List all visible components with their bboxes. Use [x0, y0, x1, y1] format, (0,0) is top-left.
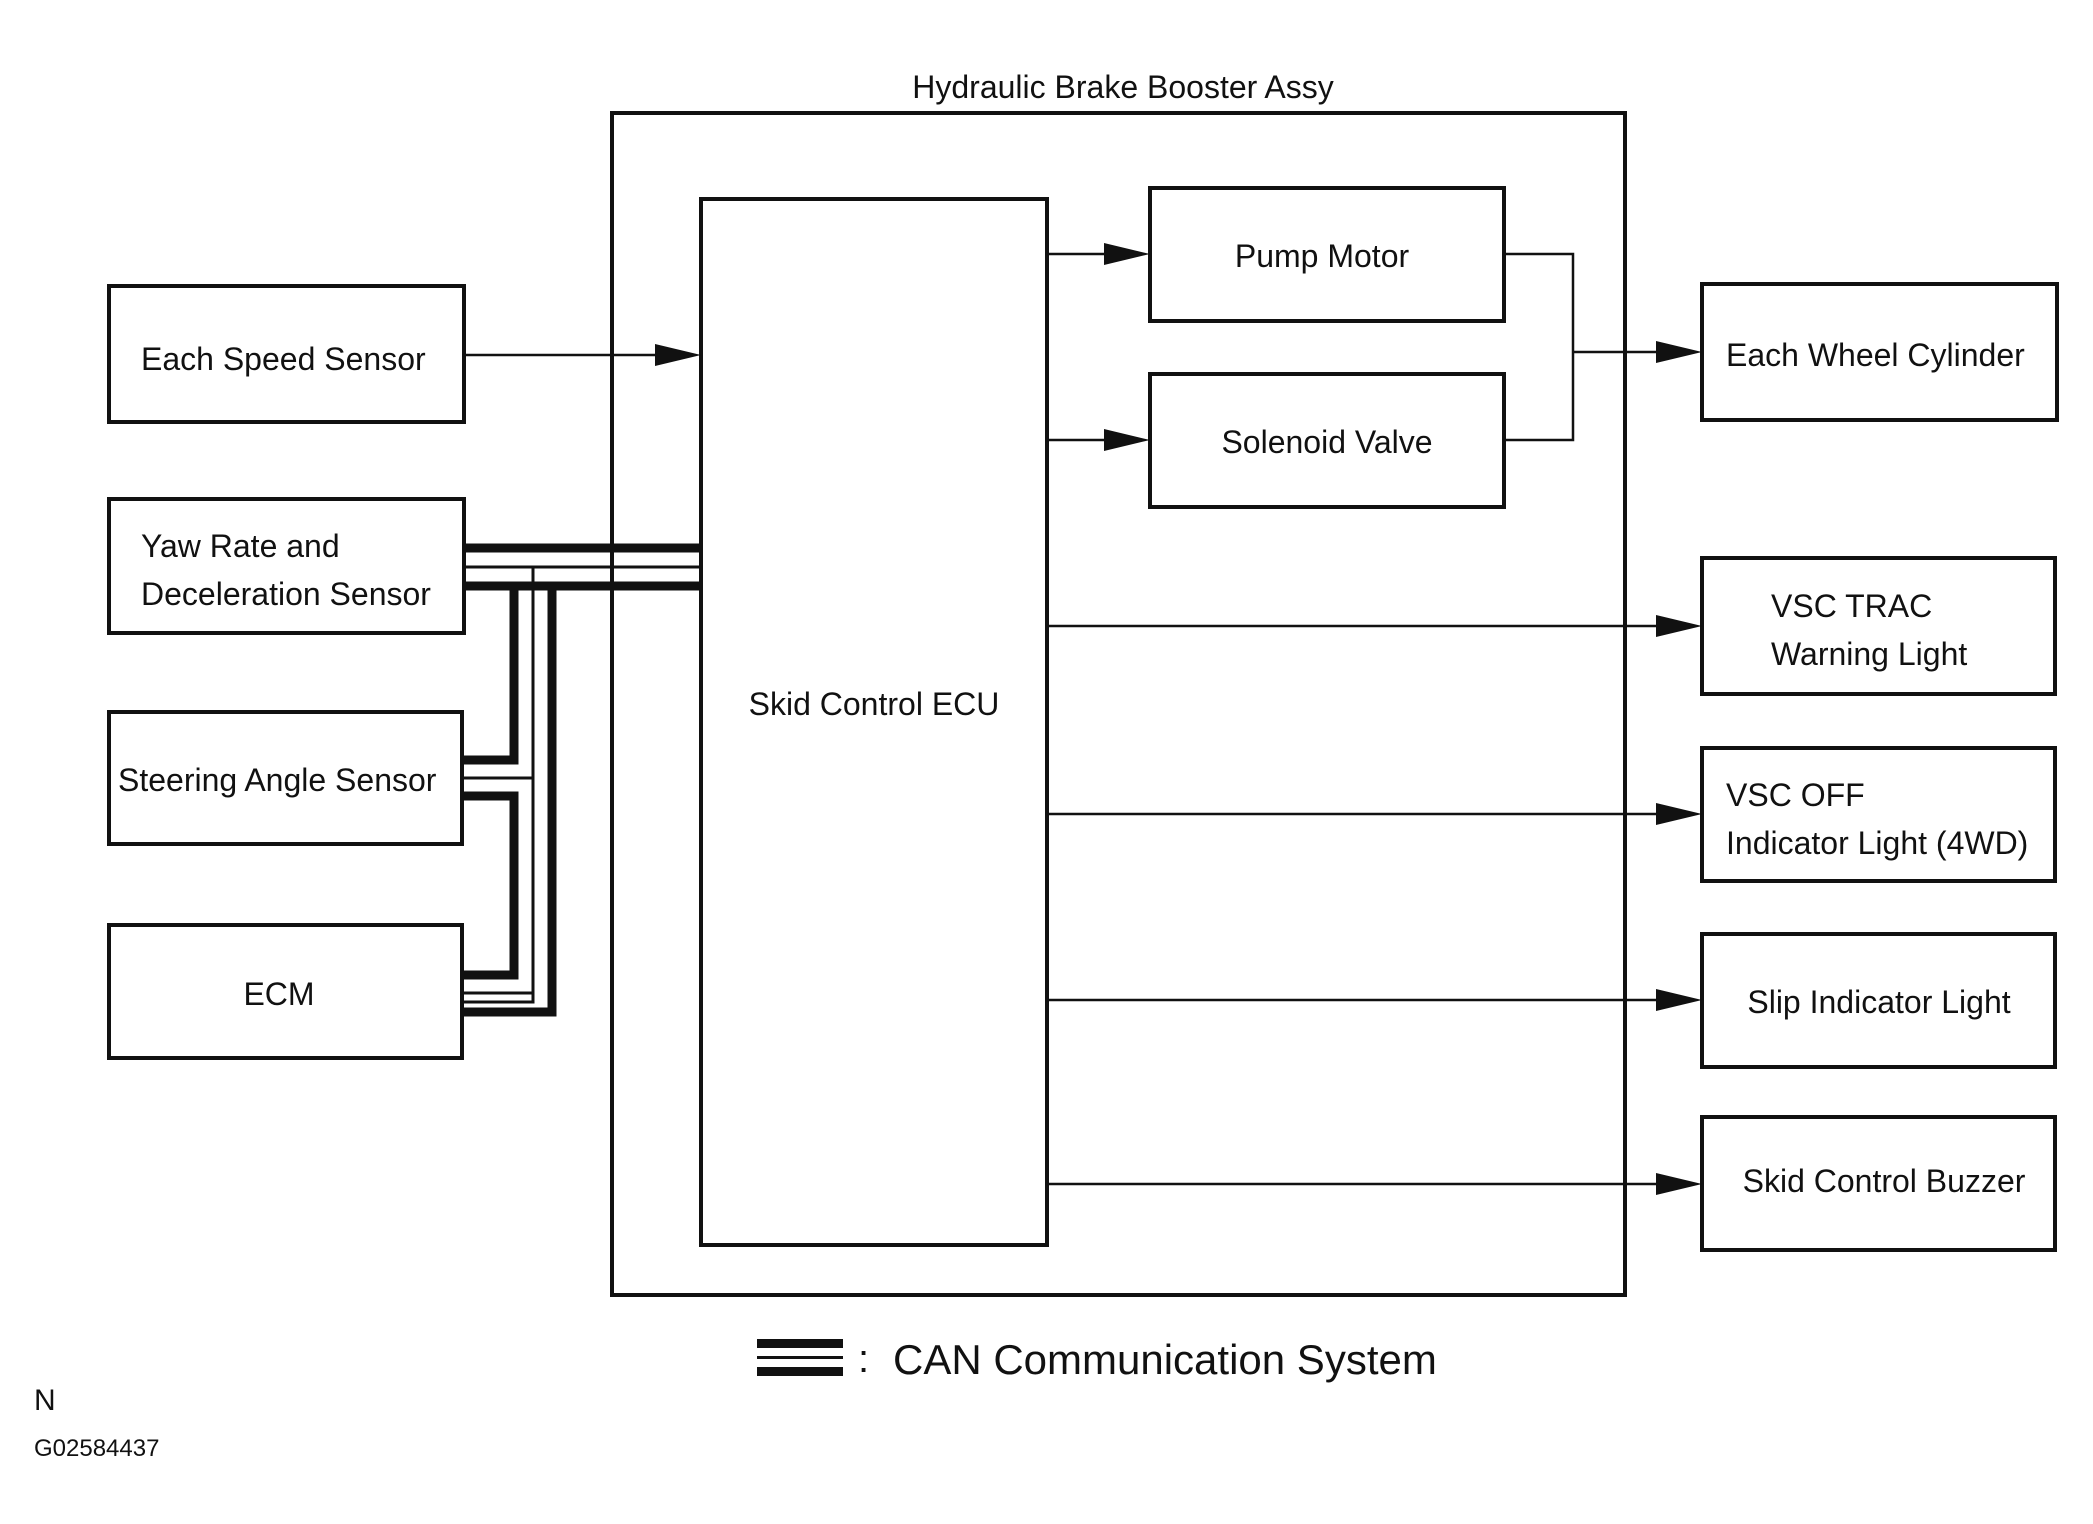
vsc-off-label-line1: VSC OFF — [1726, 777, 1865, 813]
skid-control-buzzer-label: Skid Control Buzzer — [1743, 1163, 2026, 1199]
arrowhead-speed-sensor — [655, 344, 701, 366]
arrowhead-vsc-trac — [1656, 615, 1702, 637]
can-bus-right-thick — [462, 581, 560, 1017]
legend-can-symbol-bottom — [757, 1367, 843, 1376]
arrowhead-slip-indicator — [1656, 989, 1702, 1011]
legend: : CAN Communication System — [757, 1336, 1437, 1383]
solenoid-valve-label: Solenoid Valve — [1221, 424, 1432, 460]
figure-id: G02584437 — [34, 1435, 159, 1462]
can-bus-left-thick — [462, 581, 519, 765]
can-bus-steering-to-ecm — [462, 791, 519, 980]
figure-code: N — [34, 1384, 56, 1417]
can-bus-left-thin — [462, 565, 535, 1004]
steering-angle-sensor-label: Steering Angle Sensor — [118, 762, 437, 798]
arrowhead-wheel-cylinder — [1656, 341, 1702, 363]
yaw-rate-sensor-label-line2: Deceleration Sensor — [141, 576, 431, 612]
slip-indicator-light-label: Slip Indicator Light — [1747, 984, 2010, 1020]
slip-indicator-light-box — [1700, 932, 2057, 1069]
legend-label: CAN Communication System — [893, 1336, 1437, 1383]
legend-separator: : — [858, 1337, 869, 1381]
can-bus — [462, 543, 701, 1017]
arrowhead-buzzer — [1656, 1173, 1702, 1195]
skid-control-ecu-label: Skid Control ECU — [749, 686, 1000, 722]
legend-can-symbol-middle — [757, 1356, 843, 1359]
legend-can-symbol-top — [757, 1339, 843, 1348]
skid-control-ecu-box — [699, 197, 1049, 1247]
skid-control-buzzer-box — [1700, 1115, 2057, 1252]
pump-motor-label: Pump Motor — [1235, 238, 1410, 274]
arrowhead-vsc-off — [1656, 803, 1702, 825]
ecm-label: ECM — [243, 976, 314, 1012]
hydraulic-brake-booster-assy-box — [610, 111, 1627, 1297]
each-wheel-cylinder-label: Each Wheel Cylinder — [1726, 337, 2025, 373]
vsc-off-indicator-light-box — [1700, 746, 2057, 883]
arrowhead-solenoid-valve — [1104, 429, 1150, 451]
vsc-off-label-line2: Indicator Light (4WD) — [1726, 825, 2028, 861]
yaw-rate-deceleration-sensor-box — [107, 497, 466, 635]
arrowheads — [655, 243, 1702, 1195]
diagram-title: Hydraulic Brake Booster Assy — [912, 69, 1334, 105]
arrowhead-pump-motor — [1104, 243, 1150, 265]
vsc-trac-label-line2: Warning Light — [1771, 636, 1967, 672]
signal-lines — [464, 252, 1660, 1186]
each-speed-sensor-label: Each Speed Sensor — [141, 341, 426, 377]
actuator-junction-line — [1504, 252, 1575, 442]
vsc-trac-label-line1: VSC TRAC — [1771, 588, 1932, 624]
yaw-rate-sensor-label-line1: Yaw Rate and — [141, 528, 340, 564]
vsc-trac-warning-light-box — [1700, 556, 2057, 696]
